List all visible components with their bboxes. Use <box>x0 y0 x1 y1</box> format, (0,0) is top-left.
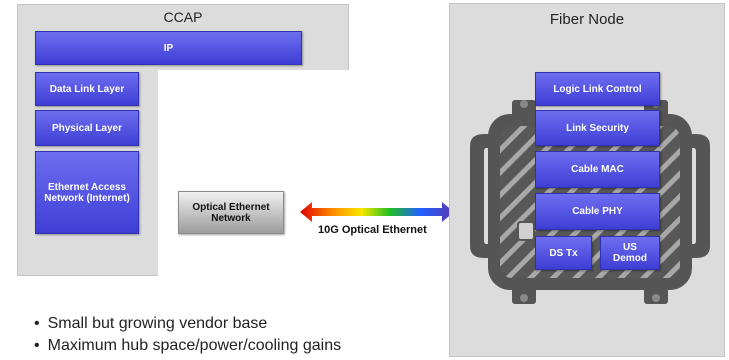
optical-link-label: 10G Optical Ethernet <box>318 224 427 236</box>
cable-mac-block: Cable MAC <box>535 151 660 188</box>
ds-tx-block: DS Tx <box>535 236 592 270</box>
physical-layer-block: Physical Layer <box>35 110 139 146</box>
optical-ethernet-network-block: Optical Ethernet Network <box>178 191 284 234</box>
fiber-node-title: Fiber Node <box>549 11 625 28</box>
ip-block: IP <box>35 31 302 65</box>
ccap-title: CCAP <box>163 9 203 25</box>
logic-link-control-block: Logic Link Control <box>535 72 660 106</box>
bullet-list: Small but growing vendor base Maximum hu… <box>34 313 341 357</box>
us-demod-block: US Demod <box>600 236 660 270</box>
link-security-block: Link Security <box>535 110 660 146</box>
optical-link-arrow <box>300 202 454 222</box>
cable-phy-block: Cable PHY <box>535 193 660 230</box>
bullet-item: Small but growing vendor base <box>34 313 341 335</box>
bullet-item: Maximum hub space/power/cooling gains <box>34 335 341 357</box>
ccap-inner-area <box>158 70 349 276</box>
data-link-layer-block: Data Link Layer <box>35 72 139 106</box>
ethernet-access-network-block: Ethernet Access Network (Internet) <box>35 151 139 234</box>
